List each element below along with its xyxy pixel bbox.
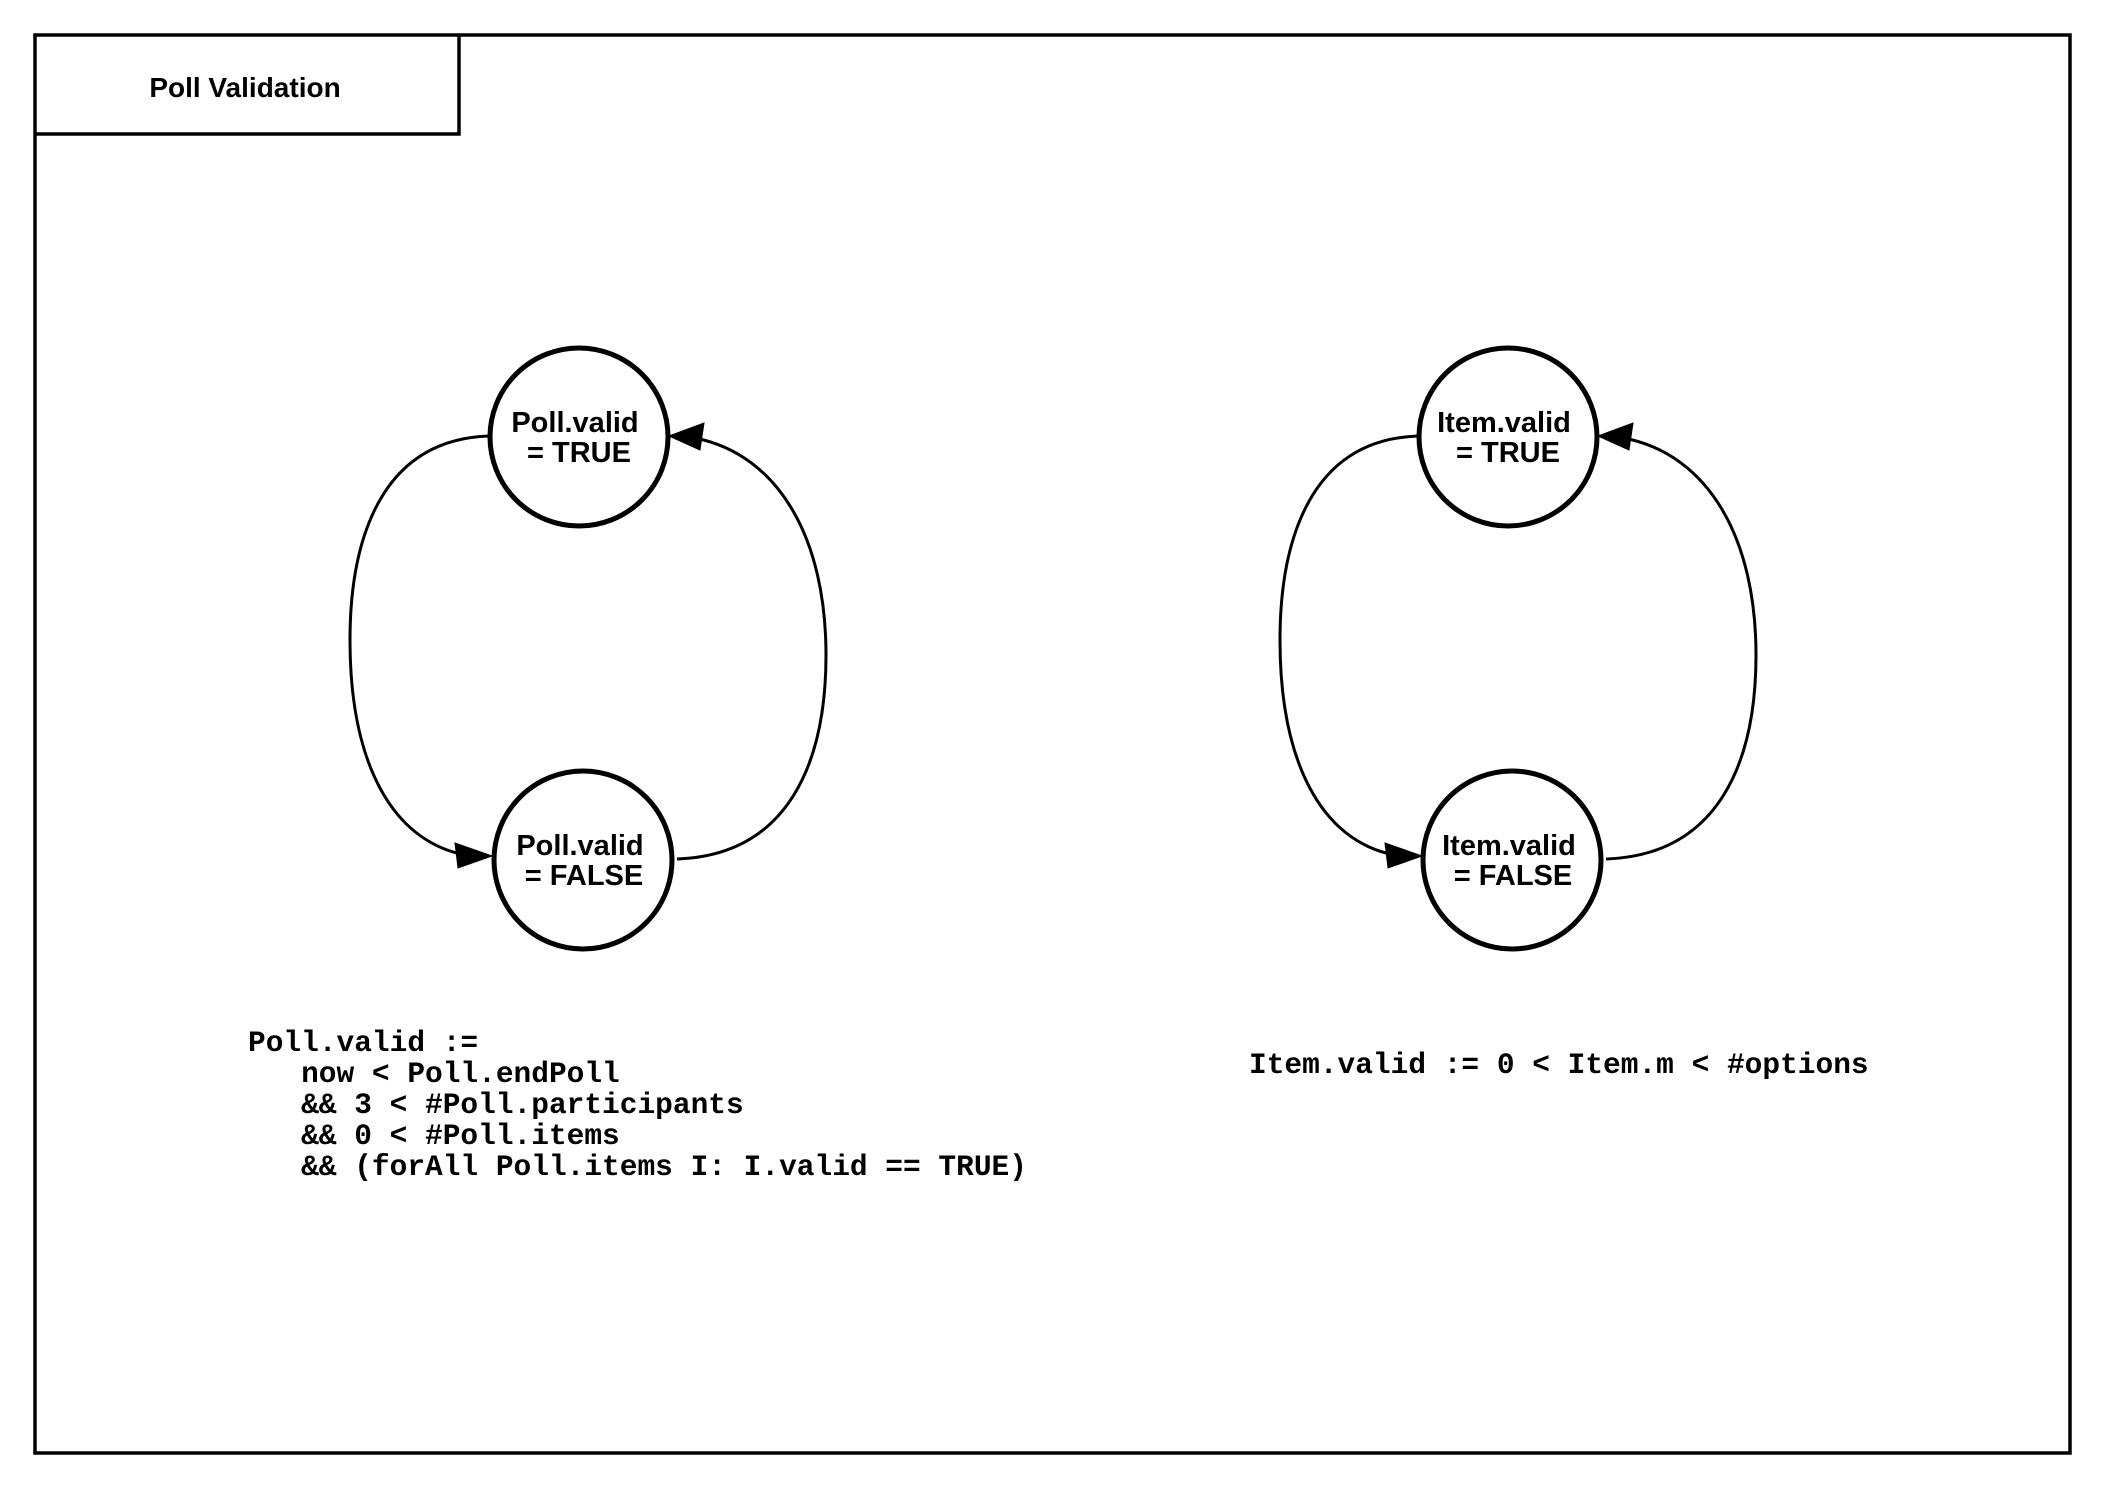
poll-definition-line: && 0 < #Poll.items — [248, 1119, 620, 1153]
poll-definition-line: && (forAll Poll.items I: I.valid == TRUE… — [248, 1150, 1027, 1184]
item-transition-false-to-true-arrowhead — [1596, 422, 1634, 451]
item-state-false: Item.valid = FALSE — [1420, 768, 1604, 952]
item-transition-true-to-false-arrowhead — [1384, 842, 1424, 869]
poll-definition: Poll.valid := now < Poll.endPoll && 3 < … — [248, 1026, 1027, 1184]
poll-state-false: Poll.valid = FALSE — [491, 768, 675, 952]
poll-definition-line: now < Poll.endPoll — [248, 1057, 620, 1091]
item-definition: Item.valid := 0 < Item.m < #options — [1249, 1048, 1869, 1082]
poll-state-true-label-line2: = TRUE — [527, 437, 631, 469]
item-state-false-label-line1: Item.valid — [1442, 830, 1576, 862]
diagram-frame — [33, 33, 2072, 1455]
item-state-true-label-line1: Item.valid — [1437, 407, 1571, 439]
poll-state-true-circle — [487, 345, 671, 529]
item-state-false-label-line2: = FALSE — [1454, 860, 1572, 892]
item-state-true-circle — [1416, 345, 1600, 529]
frame-title-tab: Poll Validation — [35, 35, 461, 136]
poll-transition-true-to-false-arrowhead — [454, 842, 494, 869]
frame-title: Poll Validation — [149, 72, 340, 103]
poll-state-false-label-line1: Poll.valid — [516, 830, 643, 862]
item-state-false-circle — [1420, 768, 1604, 952]
poll-state-true: Poll.valid = TRUE — [487, 345, 671, 529]
poll-state-false-label-line2: = FALSE — [525, 860, 643, 892]
item-state-true-label-line2: = TRUE — [1456, 437, 1560, 469]
poll-definition-line: Poll.valid := — [248, 1026, 478, 1060]
poll-definition-line: && 3 < #Poll.participants — [248, 1088, 744, 1122]
item-state-true: Item.valid = TRUE — [1416, 345, 1600, 529]
poll-transition-true-to-false — [348, 434, 490, 857]
poll-transition-false-to-true — [676, 436, 828, 861]
item-transition-true-to-false — [1278, 434, 1419, 857]
poll-state-true-label-line1: Poll.valid — [511, 407, 638, 439]
poll-state-machine: Poll.valid = TRUE Poll.valid = FALSE — [348, 345, 828, 952]
item-transition-false-to-true — [1605, 436, 1758, 861]
item-state-machine: Item.valid = TRUE Item.valid = FALSE — [1278, 345, 1758, 952]
poll-state-false-circle — [491, 768, 675, 952]
poll-transition-false-to-true-arrowhead — [667, 422, 705, 451]
frame-title-tab-border — [35, 35, 461, 136]
